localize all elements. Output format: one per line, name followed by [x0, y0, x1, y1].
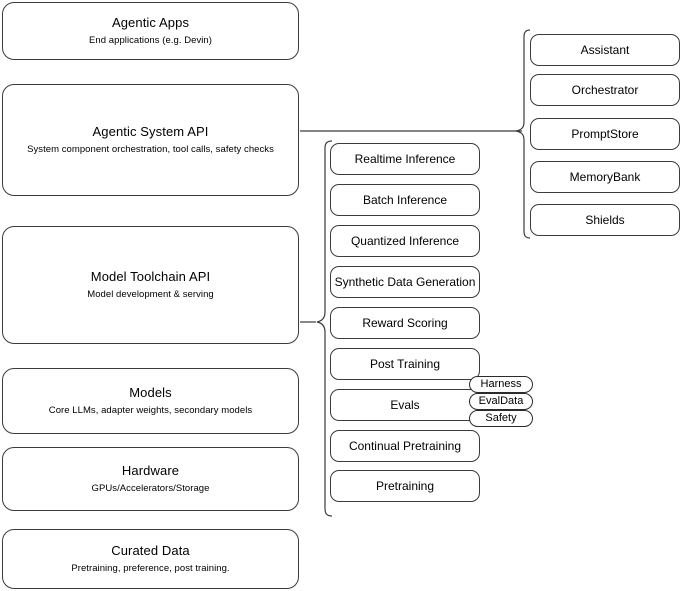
layer-title: Hardware: [121, 463, 180, 478]
toolchain-item-label: Synthetic Data Generation: [334, 274, 476, 289]
layer-curated-data[interactable]: Curated Data Pretraining, preference, po…: [2, 529, 299, 589]
eval-badge-label: EvalData: [478, 395, 524, 407]
layer-title: Curated Data: [111, 543, 190, 558]
system-item-promptstore[interactable]: PromptStore: [530, 118, 680, 150]
toolchain-item-label: Continual Pretraining: [348, 438, 462, 453]
toolchain-item-label: Evals: [390, 397, 420, 412]
layer-subtitle: Pretraining, preference, post training.: [71, 563, 230, 574]
toolchain-item-label: Quantized Inference: [350, 233, 460, 248]
system-item-label: PromptStore: [571, 126, 639, 141]
layer-title: Agentic Apps: [111, 15, 190, 30]
layer-title: Models: [129, 385, 172, 400]
toolchain-item-synthetic-data-generation[interactable]: Synthetic Data Generation: [330, 266, 480, 298]
toolchain-item-label: Batch Inference: [362, 192, 448, 207]
layer-subtitle: Model development & serving: [87, 289, 214, 300]
system-item-label: Assistant: [580, 42, 630, 57]
toolchain-item-pretraining[interactable]: Pretraining: [330, 470, 480, 502]
toolchain-item-quantized-inference[interactable]: Quantized Inference: [330, 225, 480, 257]
right-brace: [515, 29, 531, 239]
system-item-label: Orchestrator: [571, 82, 639, 97]
system-item-orchestrator[interactable]: Orchestrator: [530, 74, 680, 106]
eval-badge-safety[interactable]: Safety: [469, 410, 533, 427]
layer-subtitle: End applications (e.g. Devin): [89, 35, 212, 46]
layer-agentic-apps[interactable]: Agentic Apps End applications (e.g. Devi…: [2, 2, 299, 60]
eval-badge-evaldata[interactable]: EvalData: [469, 393, 533, 410]
system-item-label: MemoryBank: [569, 169, 641, 184]
layer-title: Model Toolchain API: [90, 269, 211, 284]
system-item-shields[interactable]: Shields: [530, 204, 680, 236]
eval-badge-label: Safety: [485, 412, 517, 424]
eval-badge-label: Harness: [480, 378, 522, 390]
toolchain-item-label: Realtime Inference: [354, 151, 456, 166]
toolchain-item-post-training[interactable]: Post Training: [330, 348, 480, 380]
toolchain-item-label: Post Training: [369, 356, 441, 371]
toolchain-item-evals[interactable]: Evals: [330, 389, 480, 421]
toolchain-item-label: Reward Scoring: [362, 315, 448, 330]
toolchain-item-label: Pretraining: [375, 478, 435, 493]
toolchain-item-reward-scoring[interactable]: Reward Scoring: [330, 307, 480, 339]
toolchain-item-realtime-inference[interactable]: Realtime Inference: [330, 143, 480, 175]
layer-subtitle: GPUs/Accelerators/Storage: [91, 483, 210, 494]
layer-agentic-system-api[interactable]: Agentic System API System component orch…: [2, 84, 299, 196]
layer-model-toolchain-api[interactable]: Model Toolchain API Model development & …: [2, 226, 299, 344]
layer-hardware[interactable]: Hardware GPUs/Accelerators/Storage: [2, 447, 299, 511]
layer-subtitle: System component orchestration, tool cal…: [27, 144, 274, 155]
system-item-label: Shields: [585, 212, 625, 227]
eval-badge-harness[interactable]: Harness: [469, 376, 533, 393]
toolchain-item-continual-pretraining[interactable]: Continual Pretraining: [330, 430, 480, 462]
system-item-assistant[interactable]: Assistant: [530, 34, 680, 66]
layer-models[interactable]: Models Core LLMs, adapter weights, secon…: [2, 368, 299, 434]
toolchain-item-batch-inference[interactable]: Batch Inference: [330, 184, 480, 216]
layer-title: Agentic System API: [92, 124, 209, 139]
system-item-memorybank[interactable]: MemoryBank: [530, 161, 680, 193]
layer-subtitle: Core LLMs, adapter weights, secondary mo…: [48, 405, 253, 416]
